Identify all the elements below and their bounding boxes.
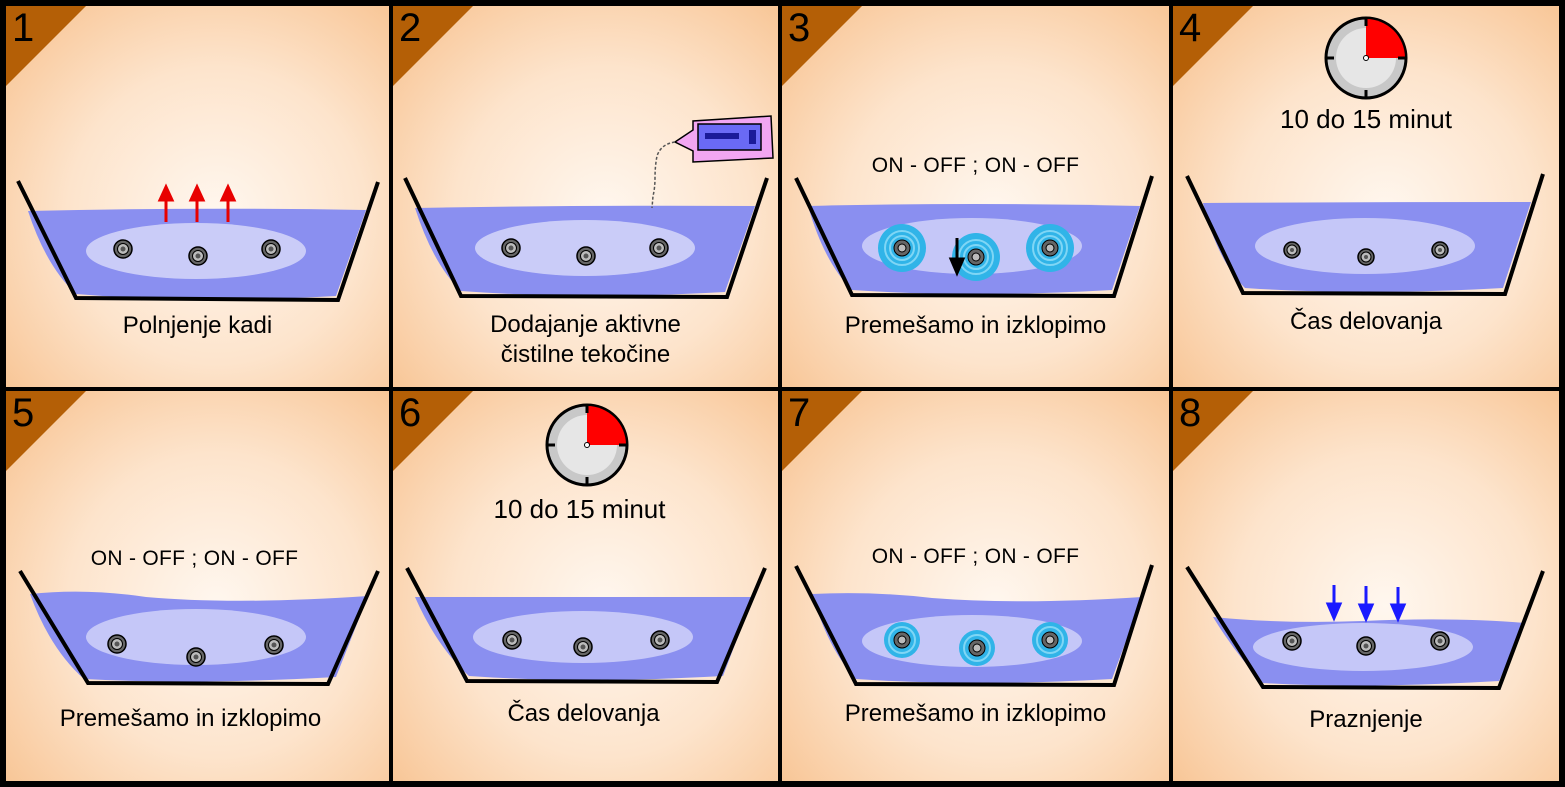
step-8-panel: 8 Praznjenje — [1173, 391, 1559, 781]
jet-icon — [1356, 636, 1376, 656]
jet-icon — [264, 635, 284, 655]
step-5-scene — [6, 391, 380, 687]
corner-tab — [782, 6, 862, 86]
active-jet-icon — [959, 630, 995, 666]
jet-icon — [1282, 631, 1302, 651]
jet-icon — [1283, 241, 1301, 259]
step-6-scene — [393, 391, 767, 685]
step-number: 1 — [12, 6, 35, 50]
on-off-cycle: ON - OFF ; ON - OFF — [90, 547, 299, 570]
active-jet-icon — [1032, 622, 1068, 658]
step-label: Premešamo in izklopimo — [844, 700, 1107, 727]
jet-icon — [1430, 631, 1450, 651]
jet-icon — [573, 637, 593, 657]
bath-outline — [794, 175, 1154, 299]
timer-icon — [545, 403, 629, 487]
jet-icon — [650, 630, 670, 650]
bath-outline — [405, 567, 767, 685]
on-off-cycle: ON - OFF ; ON - OFF — [871, 154, 1080, 177]
bath-outline — [18, 569, 380, 687]
down-arrow-icon — [948, 238, 966, 277]
step-4-scene — [1173, 6, 1545, 297]
jet-icon — [1431, 241, 1449, 259]
jet-icon — [1357, 248, 1375, 266]
step-number: 5 — [12, 391, 35, 435]
step-label: Praznjenje — [1309, 706, 1423, 733]
jet-icon — [649, 238, 669, 258]
jet-icon — [113, 239, 133, 259]
corner-tab — [782, 391, 862, 471]
step-4-panel: 4 10 do 15 minut Čas delovanja — [1173, 6, 1559, 387]
corner-tab — [1173, 391, 1253, 471]
step-3-panel: 3 ON - OFF ; ON - OFF Premešamo in izklo… — [782, 6, 1169, 387]
timer-icon — [1324, 16, 1408, 100]
fill-arrow-icon — [188, 183, 206, 222]
step-6-panel: 6 10 do 15 minut Čas delovanja — [393, 391, 778, 781]
jet-icon — [261, 239, 281, 259]
duration-label: 10 do 15 minut — [493, 494, 666, 524]
step-number: 4 — [1179, 6, 1202, 50]
bath-outline — [1185, 565, 1545, 691]
step-2-scene — [393, 6, 774, 300]
step-1-scene — [6, 6, 380, 303]
step-3-scene — [782, 6, 1154, 299]
step-number: 8 — [1179, 391, 1202, 435]
step-label: Polnjenje kadi — [122, 312, 273, 339]
step-2-panel: 2 Dodajanje aktivne čistilne tekočine — [393, 6, 778, 387]
step-label: Dodajanje aktivne čistilne tekočine — [490, 311, 681, 368]
drain-arrow-icon — [1357, 586, 1375, 623]
active-jet-icon — [878, 224, 926, 272]
bath-outline — [403, 177, 769, 300]
drain-arrow-icon — [1325, 585, 1343, 622]
step-7-panel: 7 ON - OFF ; ON - OFF Premešamo in izklo… — [782, 391, 1169, 781]
fill-arrow-icon — [157, 183, 175, 222]
jet-icon — [188, 246, 208, 266]
active-jet-icon — [952, 233, 1000, 281]
corner-tab — [1173, 6, 1253, 86]
step-1-panel: 1 Polnjenje kadi — [6, 6, 389, 387]
step-number: 3 — [788, 6, 811, 50]
jet-icon — [186, 647, 206, 667]
duration-label: 10 do 15 minut — [1279, 104, 1452, 134]
jet-icon — [502, 630, 522, 650]
step-label: Premešamo in izklopimo — [59, 705, 322, 732]
bath-outline — [794, 564, 1154, 688]
drain-arrow-icon — [1389, 587, 1407, 623]
on-off-cycle: ON - OFF ; ON - OFF — [871, 545, 1080, 568]
corner-tab — [393, 6, 473, 86]
active-jet-icon — [884, 622, 920, 658]
step-number: 6 — [399, 391, 422, 435]
jet-icon — [501, 238, 521, 258]
corner-tab — [6, 6, 86, 86]
corner-tab — [6, 391, 86, 471]
active-jet-icon — [1026, 224, 1074, 272]
jet-icon — [107, 634, 127, 654]
step-number: 2 — [399, 6, 422, 50]
step-label: Premešamo in izklopimo — [844, 312, 1107, 339]
cleaning-bottle-icon — [651, 115, 774, 209]
step-number: 7 — [788, 391, 811, 435]
fill-arrow-icon — [219, 183, 237, 222]
jet-icon — [576, 246, 596, 266]
corner-tab — [393, 391, 473, 471]
step-label: Čas delovanja — [507, 700, 660, 727]
bath-outline — [1185, 173, 1545, 297]
step-5-panel: 5 ON - OFF ; ON - OFF Premešamo in izklo… — [6, 391, 389, 781]
step-8-scene — [1173, 391, 1545, 691]
step-label: Čas delovanja — [1289, 308, 1443, 335]
bath-outline — [16, 180, 380, 303]
step-7-scene — [782, 391, 1154, 688]
